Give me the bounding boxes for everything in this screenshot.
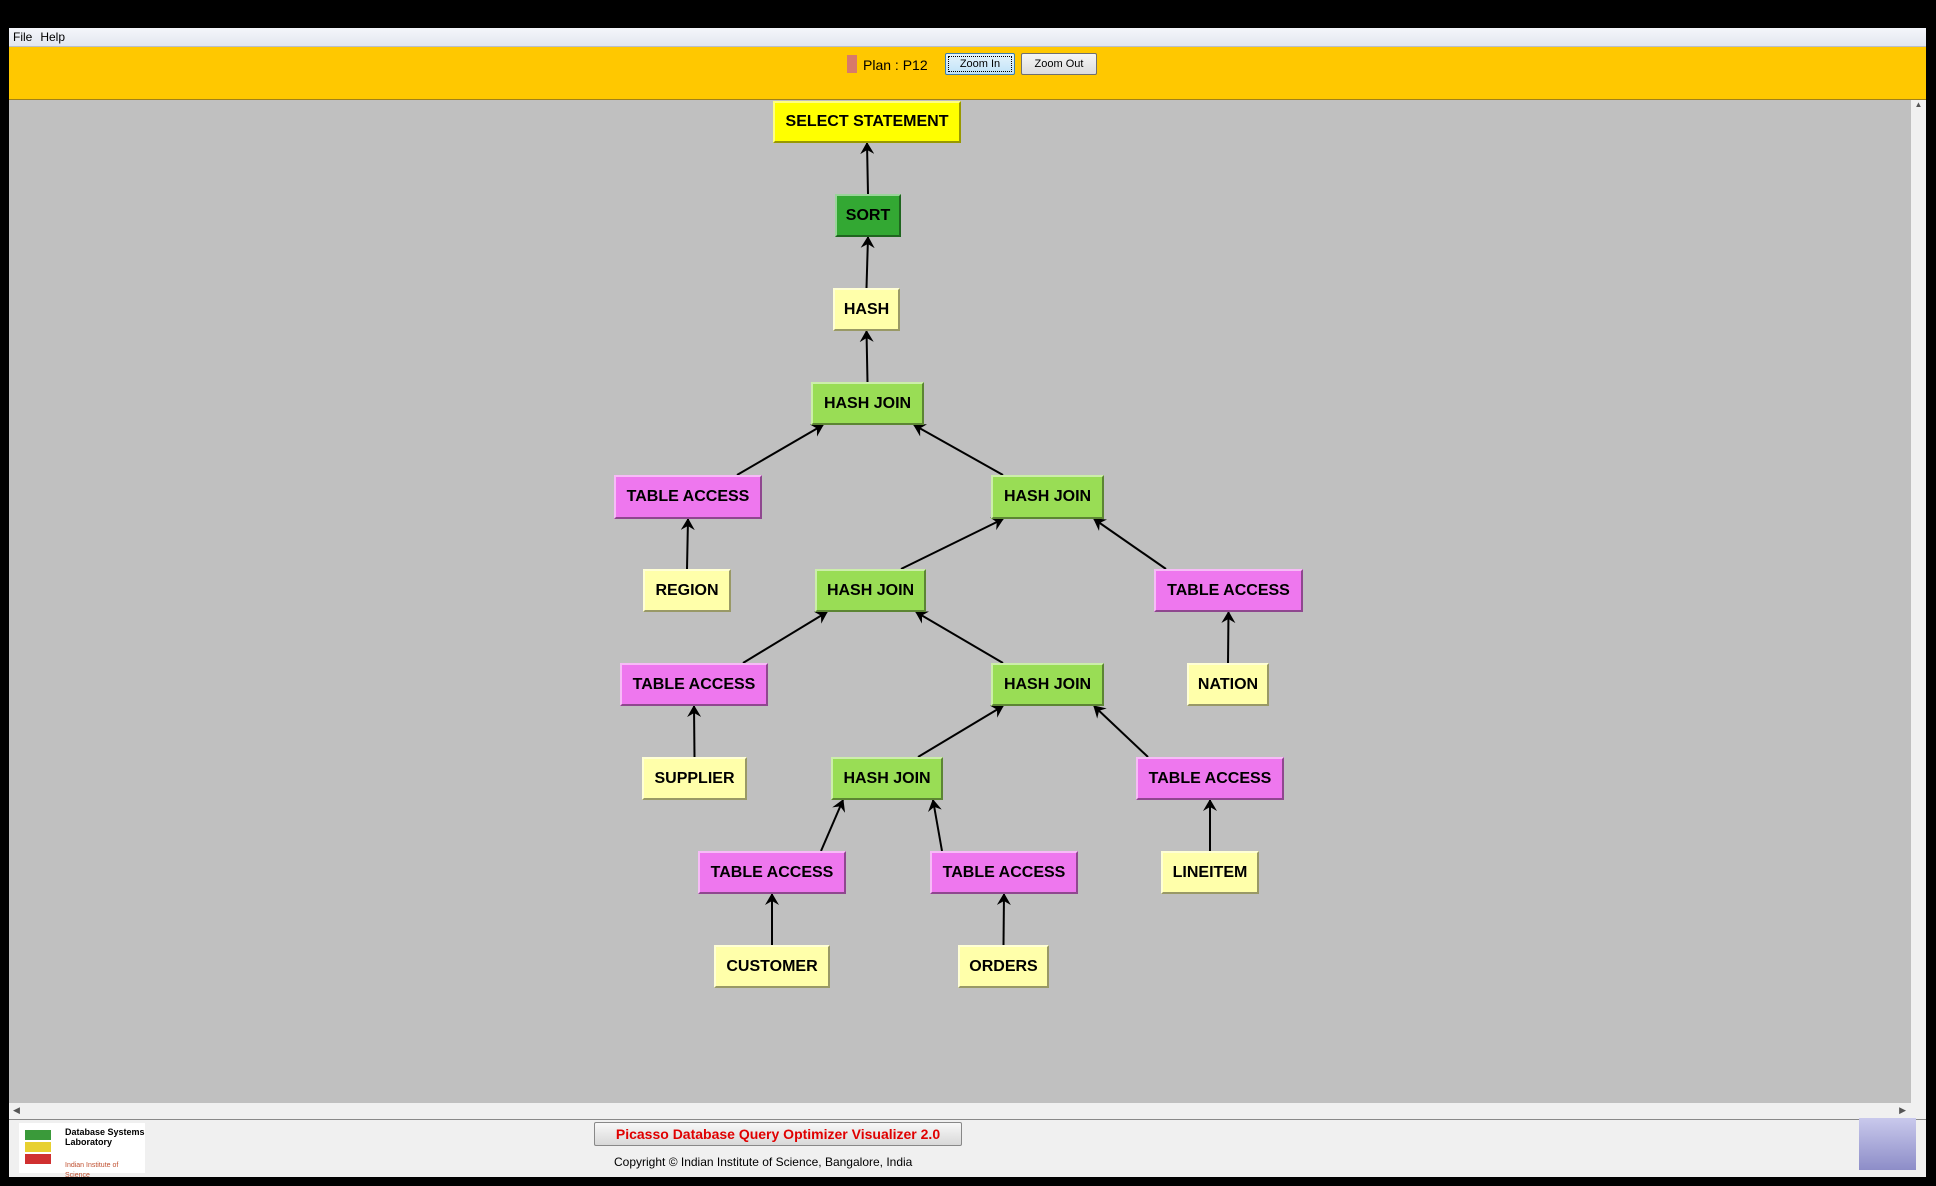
edge-region-to-ta_region	[680, 518, 695, 570]
plan-node-ta_lineitem[interactable]: TABLE ACCESS	[1136, 757, 1284, 800]
horizontal-scrollbar[interactable]: ◀▶	[9, 1103, 1926, 1120]
plan-node-ta_region[interactable]: TABLE ACCESS	[614, 475, 762, 519]
plan-node-select[interactable]: SELECT STATEMENT	[773, 101, 961, 143]
plan-node-hj1[interactable]: HASH JOIN	[811, 382, 924, 425]
plan-tree-canvas[interactable]: SELECT STATEMENT SORT HASH HASH JOIN TABLE A…	[9, 100, 1911, 1103]
plan-color-swatch	[847, 55, 857, 73]
edge-hj4-to-hj3	[915, 611, 1004, 664]
zoom-out-button[interactable]: Zoom Out	[1021, 53, 1097, 75]
plan-node-hj3[interactable]: HASH JOIN	[815, 569, 926, 612]
edge-ta_orders-to-hj5	[928, 799, 943, 852]
menu-file[interactable]: File	[13, 30, 33, 44]
dsl-logo: Database Systems Laboratory Indian Insti…	[19, 1123, 145, 1179]
plan-node-hj2[interactable]: HASH JOIN	[991, 475, 1104, 519]
edge-hj3-to-hj2	[900, 517, 1004, 570]
plan-edges	[680, 142, 1236, 946]
plan-node-ta_supplier[interactable]: TABLE ACCESS	[620, 663, 768, 706]
toolbar: Plan : P12 Zoom In Zoom Out	[9, 47, 1926, 100]
edge-ta_lineitem-to-hj4	[1093, 705, 1149, 758]
plan-node-nation[interactable]: NATION	[1187, 663, 1269, 706]
plan-label: Plan : P12	[863, 57, 928, 73]
iisc-emblem-icon	[1859, 1118, 1916, 1170]
edge-ta_supplier-to-hj3	[742, 611, 828, 664]
edge-hj5-to-hj4	[917, 705, 1004, 758]
dsl-logo-text: Database Systems Laboratory	[65, 1127, 145, 1147]
dsl-logo-subtext: Indian Institute of Science	[65, 1162, 119, 1179]
menu-help[interactable]: Help	[40, 30, 66, 44]
plan-node-lineitem[interactable]: LINEITEM	[1161, 851, 1259, 894]
plan-node-hj5[interactable]: HASH JOIN	[831, 757, 943, 800]
footer: Database Systems Laboratory Indian Insti…	[9, 1118, 1926, 1179]
edge-hj2-to-hj1	[913, 424, 1004, 476]
edge-ta_nation-to-hj2	[1093, 518, 1167, 570]
vertical-scrollbar[interactable]: ▲	[1911, 100, 1926, 1103]
copyright-text: Copyright © Indian Institute of Science,…	[614, 1155, 913, 1169]
plan-node-ta_orders[interactable]: TABLE ACCESS	[930, 851, 1078, 894]
plan-node-ta_nation[interactable]: TABLE ACCESS	[1154, 569, 1303, 612]
app-title-button[interactable]: Picasso Database Query Optimizer Visuali…	[594, 1122, 962, 1146]
plan-node-customer[interactable]: CUSTOMER	[714, 945, 830, 988]
menu-bar: File Help	[9, 28, 1926, 47]
edge-supplier-to-ta_supplier	[687, 705, 702, 758]
plan-node-ta_customer[interactable]: TABLE ACCESS	[698, 851, 846, 894]
plan-node-sort[interactable]: SORT	[835, 194, 901, 237]
plan-node-orders[interactable]: ORDERS	[958, 945, 1049, 988]
edge-sort-to-select	[860, 142, 875, 195]
edge-hj1-to-hash	[859, 330, 874, 383]
edge-orders-to-ta_orders	[996, 893, 1011, 946]
edge-ta_region-to-hj1	[736, 424, 824, 476]
edge-nation-to-ta_nation	[1221, 611, 1236, 664]
plan-node-supplier[interactable]: SUPPLIER	[642, 757, 747, 800]
plan-node-hash[interactable]: HASH	[833, 288, 900, 331]
plan-node-region[interactable]: REGION	[643, 569, 731, 612]
zoom-in-button[interactable]: Zoom In	[945, 53, 1015, 75]
plan-node-hj4[interactable]: HASH JOIN	[991, 663, 1104, 706]
edge-hash-to-sort	[860, 236, 875, 289]
edge-ta_customer-to-hj5	[820, 799, 846, 852]
